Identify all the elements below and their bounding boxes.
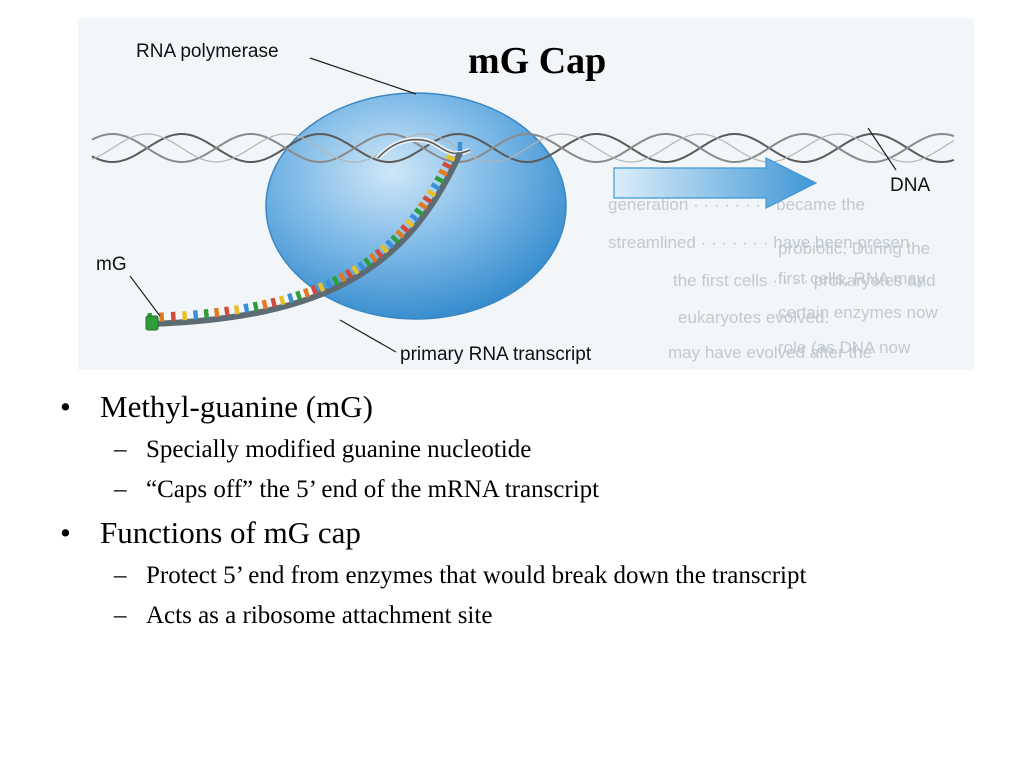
rna-base [441,161,452,170]
dash-icon: – [114,562,127,589]
rna-base [302,287,311,298]
bleed-line: probiotic. During the [778,239,930,258]
transcription-diagram: generation · · · · · · · · became the st… [78,18,974,370]
slide-title: mG Cap [468,40,606,82]
label-dna: DNA [890,175,930,196]
rna-base [233,304,240,315]
rna-base [379,243,390,254]
bullet-item: • Methyl-guanine (mG) [54,388,984,426]
sub-bullet-text: Acts as a ribosome attachment site [146,602,493,629]
rna-base [363,257,372,267]
leader-line-dna [867,127,897,171]
sub-bullet-text: Protect 5’ end from enzymes that would b… [146,562,807,589]
bleed-line: eukaryotes evolved. [678,308,829,327]
sub-bullet-item: – Protect 5’ end from enzymes that would… [54,560,984,592]
bleed-line: the first cells · · · · prokaryotes and [673,271,936,290]
rna-base [261,299,268,310]
rna-base [426,188,437,198]
rna-base [374,248,384,259]
bleed-line: role (as DNA now [778,338,911,357]
dna-strand [91,132,955,164]
rna-base [203,309,209,319]
dna-strand [91,133,955,163]
rna-base [430,182,441,191]
sub-bullet-item: – Acts as a ribosome attachment site [54,600,984,632]
rna-base [418,201,429,211]
rna-base [395,229,405,239]
bullet-list: • Methyl-guanine (mG) – Specially modifi… [54,388,984,640]
rna-base [338,272,347,283]
rna-backbone [149,151,463,327]
rna-base [438,168,449,177]
rna-base [390,234,400,244]
rna-base [310,285,318,296]
bleed-line: generation · · · · · · · · became the [608,195,865,214]
transcription-direction-arrow [613,157,818,209]
bullet-group-1: • Methyl-guanine (mG) – Specially modifi… [54,388,984,506]
rna-base [182,311,188,321]
rna-base [193,310,199,320]
rna-base [243,303,250,314]
leader-line-rna-polymerase [309,57,417,95]
background-bleed-text: generation · · · · · · · · became the st… [608,195,938,362]
bleed-line: may have evolved after the [668,343,872,362]
sub-bullet-item: – Specially modified guanine nucleotide [54,434,984,466]
bullet-item: • Functions of mG cap [54,514,984,552]
rna-base [368,252,378,263]
bullet-text: Functions of mG cap [100,515,361,550]
rna-base [434,175,445,184]
sub-bullet-text: Specially modified guanine nucleotide [146,436,532,463]
rna-base [344,268,354,279]
primary-rna-transcript-shape [145,142,463,331]
dna-helix [91,132,955,164]
diagram-svg: generation · · · · · · · · became the st… [91,40,955,365]
bleed-line: certain enzymes now [778,303,938,322]
rna-base [159,312,165,322]
bleed-line: streamlined · · · · · · · have been pres… [608,233,909,252]
dash-icon: – [114,602,127,629]
rna-base [331,275,340,286]
label-primary-rna-transcript: primary RNA transcript [400,344,592,365]
rna-base [278,295,286,306]
dash-icon: – [114,476,127,503]
rna-base [413,207,424,217]
leader-line-mg [129,275,161,317]
sub-bullet-text: “Caps off” the 5’ end of the mRNA transc… [146,476,600,503]
bullet-text: Methyl-guanine (mG) [100,389,373,424]
rna-base [213,307,220,318]
rna-base [324,278,333,289]
rna-base [252,301,259,312]
rna-base [457,142,463,151]
leader-line-transcript [339,319,397,353]
bullet-group-2: • Functions of mG cap – Protect 5’ end f… [54,514,984,632]
rna-base [287,293,294,303]
label-mg: mG [96,254,127,275]
rna-base [270,297,277,308]
sub-bullet-item: – “Caps off” the 5’ end of the mRNA tran… [54,474,984,506]
bullet-icon: • [60,515,71,550]
rna-base [351,264,360,275]
rna-base [445,154,456,162]
rna-base [400,224,410,234]
bullet-icon: • [60,389,71,424]
rna-base [357,261,366,272]
rna-base [317,282,326,293]
dna-strand [91,132,955,164]
bleed-line: first cells, RNA may [778,269,926,288]
rna-base [385,239,395,249]
rna-base [404,218,415,228]
label-rna-polymerase: RNA polymerase [136,41,279,62]
dash-icon: – [114,436,127,463]
rna-base [409,213,420,223]
rna-base [170,311,176,322]
rna-polymerase-shape [265,92,567,320]
mg-cap-shape [145,315,159,331]
rna-base [224,306,230,317]
rna-base [295,290,303,301]
rna-base [422,195,433,204]
